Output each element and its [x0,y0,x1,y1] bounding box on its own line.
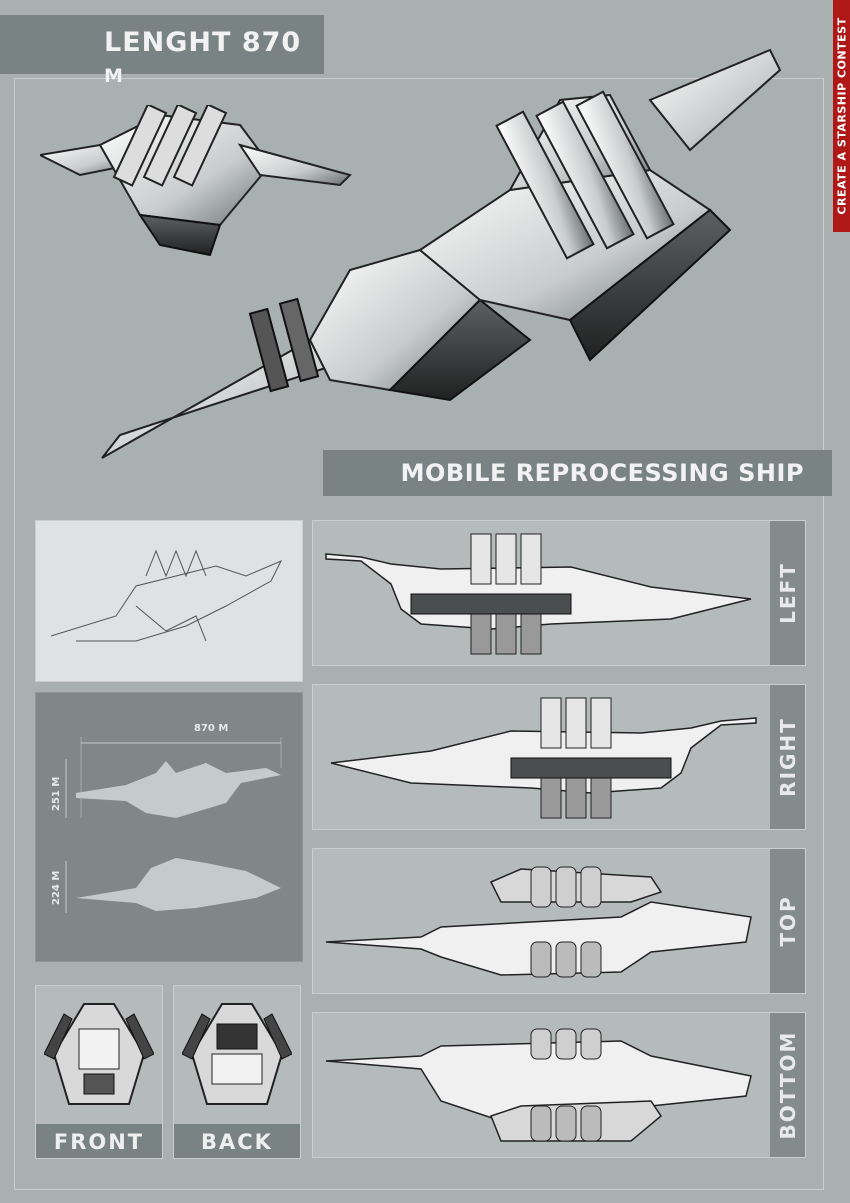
left-view-label: LEFT [775,562,800,624]
back-view-ship [182,1003,292,1105]
length-title-bar: LENGHT 870 M [0,15,324,87]
back-view-label: BACK [174,1124,300,1158]
length-unit: M [104,65,124,87]
right-view-ship [330,697,757,819]
length-title: LENGHT 870 M [104,27,324,89]
left-view-ship [325,533,752,655]
sketch-illustration [50,549,283,642]
hero-ship-illustration [101,48,782,459]
top-view-label-bar: TOP [770,849,805,993]
front-view-label: FRONT [36,1124,162,1158]
bottom-view-ship [325,1028,752,1142]
front-view-ship [44,1003,154,1105]
front-view-panel: FRONT [35,985,163,1159]
ship-name: MOBILE REPROCESSING SHIP [400,459,804,487]
top-height-dimension: 224 M [51,870,62,905]
contest-tab: CREATE A STARSHIP CONTEST [833,0,850,232]
perspective-ship-illustration [40,105,352,257]
top-view-ship [325,866,752,978]
length-label: LENGHT 870 [104,27,302,58]
top-view-panel: TOP [312,848,806,994]
dimensions-panel: 870 M 251 M 224 M [35,692,303,962]
poster-frame [14,78,824,1190]
top-view-label: TOP [775,895,800,947]
contest-tab-text: CREATE A STARSHIP CONTEST [835,17,848,215]
side-height-dimension: 251 M [51,776,62,811]
right-view-label-bar: RIGHT [770,685,805,829]
left-view-panel: LEFT [312,520,806,666]
bottom-view-label-bar: BOTTOM [770,1013,805,1157]
bottom-view-panel: BOTTOM [312,1012,806,1158]
bottom-view-label: BOTTOM [775,1030,800,1140]
back-view-panel: BACK [173,985,301,1159]
right-view-label: RIGHT [775,717,800,797]
left-view-label-bar: LEFT [770,521,805,665]
length-dimension: 870 M [194,723,229,734]
ship-name-bar: MOBILE REPROCESSING SHIP [323,450,832,496]
right-view-panel: RIGHT [312,684,806,830]
sketch-panel [35,520,303,682]
dimension-lines [65,737,282,913]
